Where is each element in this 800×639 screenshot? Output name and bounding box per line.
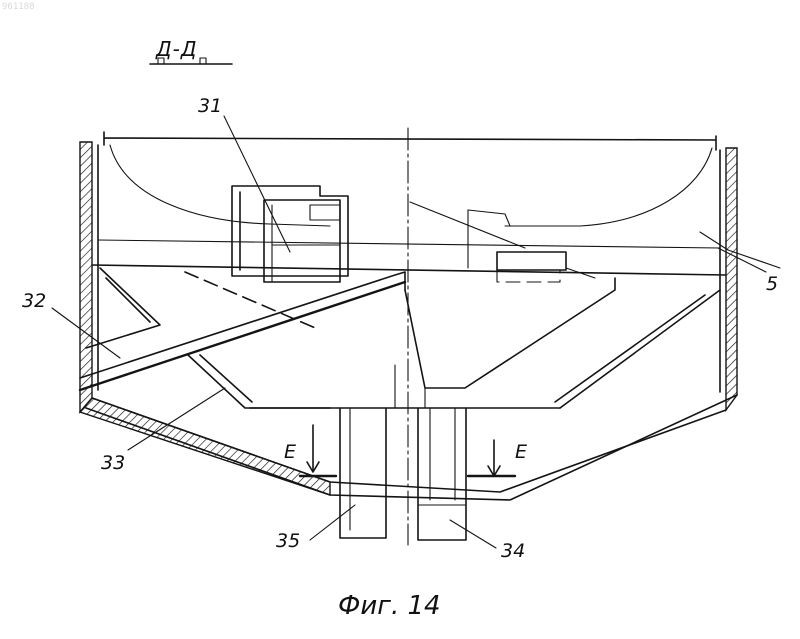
callout-34: 34 (501, 540, 525, 562)
funnel-33 (188, 278, 720, 408)
figure-caption: Фиг. 14 (338, 591, 441, 621)
trough-32 (80, 268, 405, 390)
section-label: Д-Д (150, 37, 232, 64)
leader-lines (52, 116, 766, 548)
callout-5: 5 (766, 273, 778, 295)
section-label-text: Д-Д (155, 37, 197, 61)
callout-35: 35 (276, 530, 300, 552)
level-lines (92, 232, 780, 275)
section-arrow-label-right: E (515, 441, 527, 463)
bowl-curves (110, 145, 712, 226)
section-arrow-label-left: E (284, 441, 296, 463)
outlet-pipes (340, 408, 466, 540)
document-number: 961188 (2, 2, 35, 12)
callout-32: 32 (22, 290, 46, 312)
callout-33: 33 (101, 452, 125, 474)
outer-funnel (86, 395, 737, 500)
callout-31: 31 (198, 95, 222, 117)
